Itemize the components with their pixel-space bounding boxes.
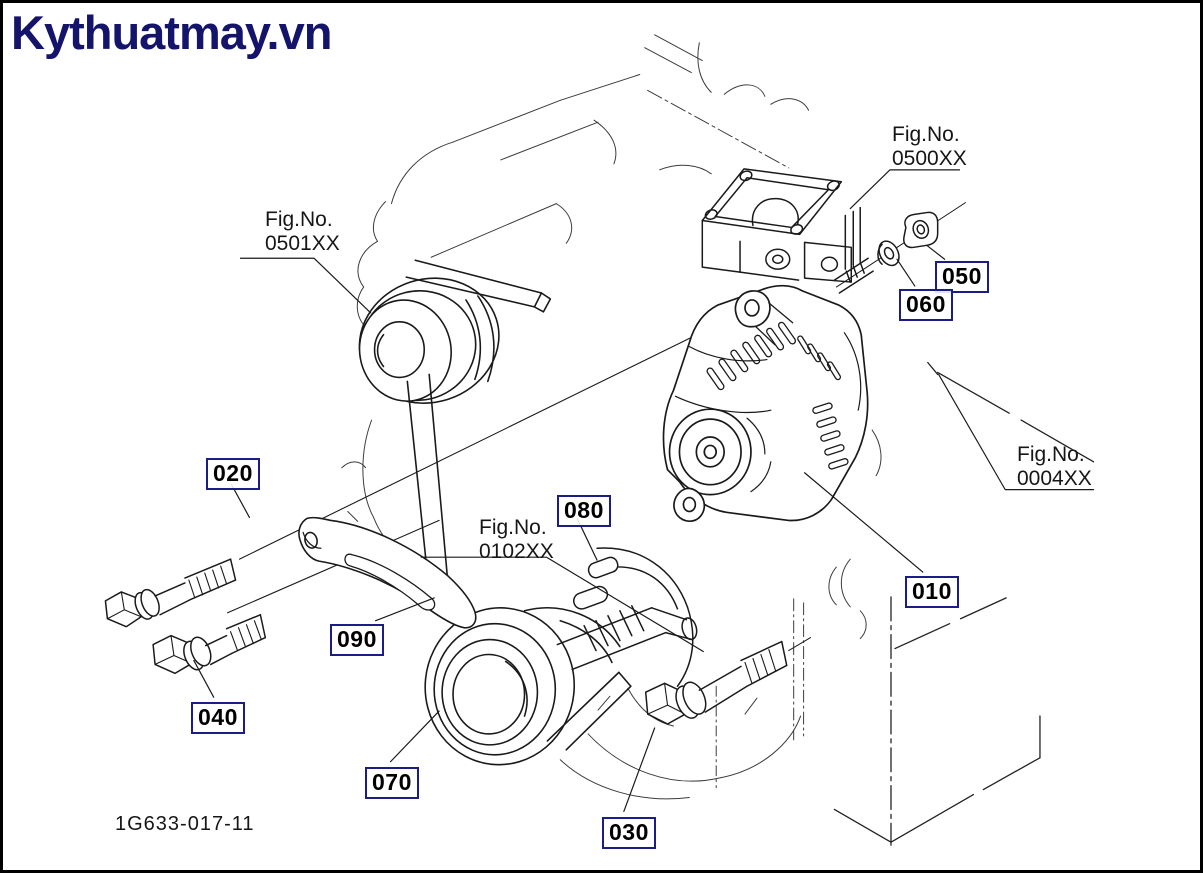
engine-outline-sketch xyxy=(341,34,882,800)
washer-drawing xyxy=(878,240,900,267)
part-ref-040[interactable]: 040 xyxy=(191,702,245,734)
nut-drawing xyxy=(903,211,939,249)
part-ref-010[interactable]: 010 xyxy=(905,576,959,608)
fig-ref-prefix: Fig.No. xyxy=(265,208,333,231)
fig-ref-prefix: Fig.No. xyxy=(479,516,547,539)
part-ref-090[interactable]: 090 xyxy=(330,624,384,656)
woodruff-key-drawing xyxy=(587,556,619,579)
fig-ref-0004xx[interactable]: Fig.No. 0004XX xyxy=(1017,443,1092,492)
engine-block-corner-sketch xyxy=(833,361,1095,846)
fig-ref-code: 0501XX xyxy=(265,232,340,256)
fig-ref-code: 0102XX xyxy=(479,540,554,564)
fig-ref-code: 0500XX xyxy=(892,147,967,171)
part-ref-060[interactable]: 060 xyxy=(899,289,953,321)
fan-pulley-drawing xyxy=(358,259,552,404)
fig-ref-0500xx[interactable]: Fig.No. 0500XX xyxy=(892,123,967,172)
leader-lines xyxy=(193,169,1095,813)
fig-ref-prefix: Fig.No. xyxy=(1017,443,1085,466)
fig-ref-prefix: Fig.No. xyxy=(892,123,960,146)
drawing-number: 1G633-017-11 xyxy=(115,813,255,835)
fig-ref-0102xx[interactable]: Fig.No. 0102XX xyxy=(479,516,554,565)
part-ref-020[interactable]: 020 xyxy=(206,458,260,490)
alternator-drawing xyxy=(662,284,869,523)
part-ref-070[interactable]: 070 xyxy=(365,767,419,799)
fig-ref-0501xx[interactable]: Fig.No. 0501XX xyxy=(265,208,340,257)
mounting-bracket-drawing xyxy=(701,168,861,283)
exploded-parts-drawing xyxy=(104,34,1095,846)
alternator-vent-slots xyxy=(706,321,849,470)
adjusting-arm-drawing xyxy=(298,516,477,629)
crankshaft-drawing xyxy=(556,547,698,688)
mounting-bolt-drawing xyxy=(644,637,812,725)
part-ref-080[interactable]: 080 xyxy=(557,495,611,527)
fig-ref-code: 0004XX xyxy=(1017,467,1092,491)
adjusting-bolts-drawing xyxy=(104,558,267,675)
part-ref-050[interactable]: 050 xyxy=(935,261,989,293)
stud-washer-nut-drawing xyxy=(833,202,966,294)
part-ref-030[interactable]: 030 xyxy=(602,817,656,849)
site-logo[interactable]: Kythuatmay.vn xyxy=(11,6,332,59)
crank-pulley-drawing xyxy=(424,607,632,766)
